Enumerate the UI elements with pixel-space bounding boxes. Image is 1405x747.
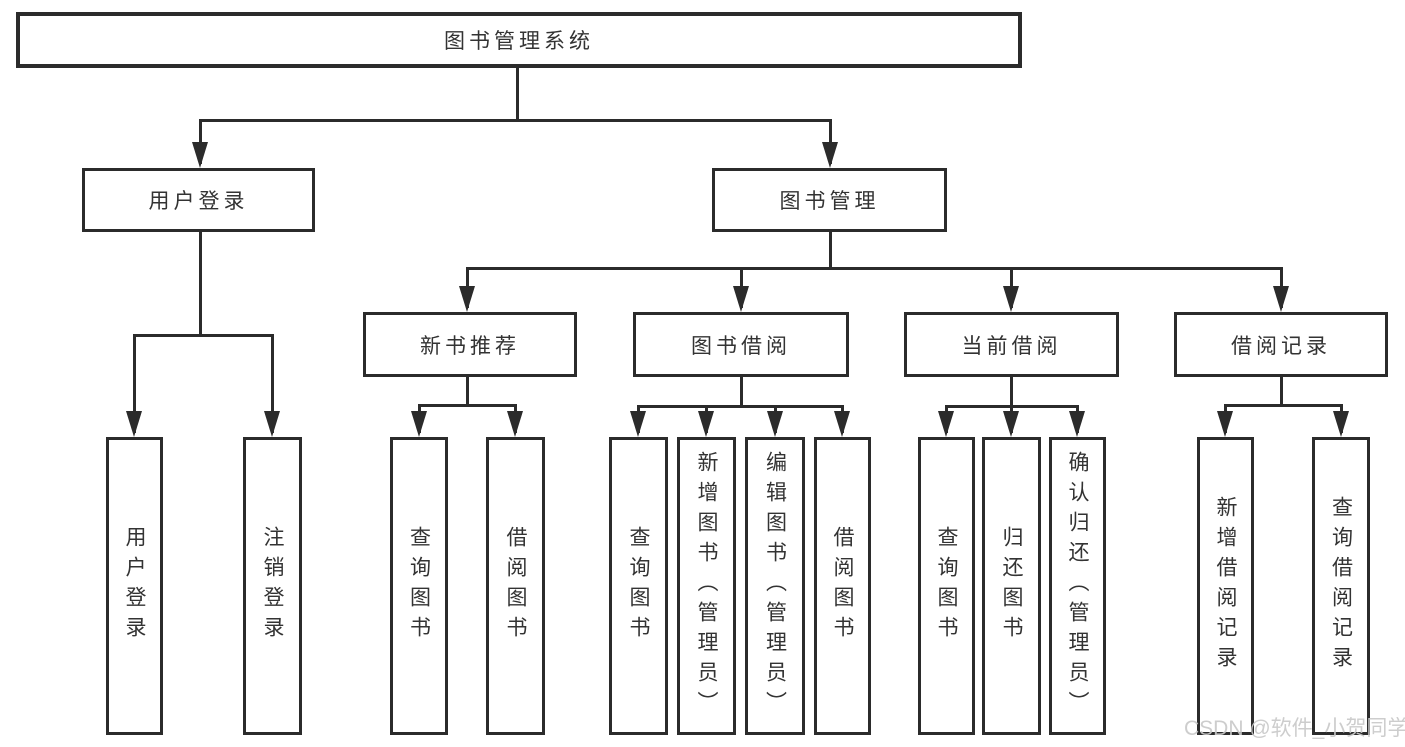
node-label: 注销登录 bbox=[261, 526, 284, 646]
connector-line bbox=[132, 335, 136, 433]
arrow-down bbox=[507, 411, 523, 437]
arrow-down bbox=[459, 286, 475, 312]
node-label: 新增图书（管理员） bbox=[695, 451, 718, 721]
node-label: 查询借阅记录 bbox=[1329, 496, 1353, 676]
arrow-down bbox=[822, 142, 838, 168]
connector-line bbox=[515, 68, 519, 120]
arrow-down bbox=[411, 411, 427, 437]
connector-line bbox=[198, 118, 832, 122]
connector-line bbox=[417, 403, 517, 407]
arrow-down bbox=[126, 411, 142, 437]
connector-line bbox=[465, 377, 469, 405]
node-leaf-bb-add-books-admin: 新增图书（管理员） bbox=[677, 437, 736, 735]
node-new-book-recommend: 新书推荐 bbox=[363, 312, 577, 377]
arrow-down bbox=[698, 411, 714, 437]
node-leaf-cb-return-books: 归还图书 bbox=[982, 437, 1041, 735]
node-label: 当前借阅 bbox=[961, 334, 1062, 358]
node-leaf-user-login: 用户登录 bbox=[106, 437, 163, 735]
node-leaf-bb-edit-books-admin: 编辑图书（管理员） bbox=[745, 437, 805, 735]
connector-line bbox=[198, 232, 202, 335]
node-label: 图书管理 bbox=[779, 190, 880, 213]
node-leaf-bb-borrow-books: 借阅图书 bbox=[814, 437, 871, 735]
node-borrow-records: 借阅记录 bbox=[1174, 312, 1388, 377]
arrow-down bbox=[1333, 411, 1349, 437]
node-label: 借阅记录 bbox=[1231, 334, 1331, 358]
node-book-management: 图书管理 bbox=[712, 168, 947, 232]
node-book-borrowing: 图书借阅 bbox=[633, 312, 849, 377]
arrow-down bbox=[1003, 411, 1019, 437]
node-label: 用户登录 bbox=[148, 190, 249, 213]
connector-line bbox=[739, 377, 743, 406]
arrow-down bbox=[733, 286, 749, 312]
arrow-down bbox=[1273, 286, 1289, 312]
node-label: 确认归还（管理员） bbox=[1066, 451, 1089, 721]
node-user-login: 用户登录 bbox=[82, 168, 315, 232]
node-label: 编辑图书（管理员） bbox=[763, 451, 787, 721]
node-root-label: 图书管理系统 bbox=[444, 30, 594, 53]
arrow-down bbox=[938, 411, 954, 437]
node-label: 借阅图书 bbox=[831, 526, 854, 646]
arrow-down bbox=[767, 411, 783, 437]
node-label: 用户登录 bbox=[123, 526, 146, 646]
arrow-down bbox=[264, 411, 280, 437]
connector-line bbox=[465, 266, 1283, 270]
arrow-down bbox=[1217, 411, 1233, 437]
connector-line bbox=[132, 333, 274, 337]
connector-line bbox=[270, 335, 274, 433]
arrow-down bbox=[630, 411, 646, 437]
connector-line bbox=[1009, 377, 1013, 406]
connector-line bbox=[1223, 403, 1343, 407]
node-leaf-cb-confirm-return-admin: 确认归还（管理员） bbox=[1049, 437, 1106, 735]
connector-line bbox=[636, 404, 844, 408]
node-leaf-bb-query-books: 查询图书 bbox=[609, 437, 668, 735]
node-label: 查询图书 bbox=[627, 526, 650, 646]
node-current-borrowing: 当前借阅 bbox=[904, 312, 1119, 377]
node-label: 查询图书 bbox=[407, 526, 431, 646]
connector-line bbox=[828, 232, 832, 268]
arrow-down bbox=[1003, 286, 1019, 312]
node-leaf-br-add-record: 新增借阅记录 bbox=[1197, 437, 1254, 735]
arrow-down bbox=[1069, 411, 1085, 437]
node-leaf-cb-query-books: 查询图书 bbox=[918, 437, 975, 735]
node-leaf-logout: 注销登录 bbox=[243, 437, 302, 735]
node-leaf-br-query-record: 查询借阅记录 bbox=[1312, 437, 1370, 735]
node-root: 图书管理系统 bbox=[16, 12, 1022, 68]
csdn-watermark: CSDN @软件_小贺同学 bbox=[1184, 717, 1405, 740]
node-leaf-rec-borrow-books: 借阅图书 bbox=[486, 437, 545, 735]
node-label: 新增借阅记录 bbox=[1214, 496, 1237, 676]
node-label: 借阅图书 bbox=[504, 526, 527, 646]
arrow-down bbox=[192, 142, 208, 168]
node-label: 新书推荐 bbox=[420, 334, 520, 358]
node-label: 图书借阅 bbox=[691, 334, 791, 358]
node-leaf-rec-query-books: 查询图书 bbox=[390, 437, 448, 735]
arrow-down bbox=[834, 411, 850, 437]
connector-line bbox=[1279, 377, 1283, 405]
node-label: 查询图书 bbox=[935, 526, 958, 646]
node-label: 归还图书 bbox=[1000, 526, 1023, 646]
